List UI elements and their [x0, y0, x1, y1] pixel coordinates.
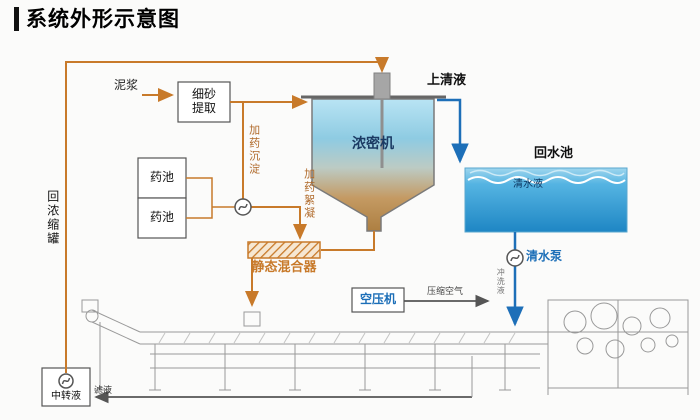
water-lines	[437, 98, 524, 327]
slurry-lines	[65, 57, 389, 373]
return-water-pool	[464, 167, 628, 233]
sand-extraction-line2: 提取	[191, 101, 216, 115]
label-supernatant: 上清液	[427, 73, 467, 88]
label-sand-extraction: 细砂 提取	[178, 84, 230, 120]
label-chem-pool-1: 药池	[149, 170, 174, 185]
chem-pool-1-box	[137, 157, 187, 199]
return-concentrate-line	[65, 57, 389, 373]
label-flush-liquid: 冲洗液	[496, 268, 506, 295]
chem-pool-lines	[186, 177, 235, 219]
chem-pool-2-box	[137, 197, 187, 239]
belt-filter-press	[81, 299, 689, 395]
transfer-pump-icon	[58, 373, 74, 389]
dosing-flocculation-line	[251, 206, 307, 240]
process-boxes	[41, 81, 405, 407]
motor-icon	[373, 72, 391, 100]
clean-water-pump-icon	[506, 249, 524, 267]
label-compressed-air: 压缩空气	[427, 287, 464, 297]
sand-extraction-line1: 细砂	[191, 87, 216, 102]
label-static-mixer: 静态混合器	[251, 260, 317, 275]
page-title: 系统外形示意图	[14, 7, 180, 32]
label-filtrate: 滤液	[94, 386, 113, 396]
label-thickener: 浓密机	[352, 136, 394, 152]
air-compressor-box	[351, 287, 405, 313]
label-chem-pool-2: 药池	[149, 210, 174, 225]
sand-extraction-box	[177, 81, 231, 123]
water-wave	[467, 176, 626, 184]
pumps	[58, 198, 524, 389]
label-return-pool: 回水池	[534, 146, 574, 161]
label-transfer-liquid: 中转液	[51, 391, 81, 402]
label-clear-water: 清水液	[513, 179, 543, 190]
utility-lines	[94, 294, 490, 404]
static-mixer-block	[247, 241, 321, 259]
cone-to-mixer-line	[321, 231, 375, 251]
thickener-tank	[301, 72, 446, 232]
label-clean-water-pump: 清水泵	[526, 249, 563, 263]
label-return-concentration-tank: 回浓缩罐	[45, 190, 60, 246]
label-dosing-flocculation: 加药絮凝	[302, 168, 316, 220]
press-roller-section	[547, 299, 689, 395]
label-mud: 泥浆	[114, 78, 139, 92]
press-legs	[94, 344, 511, 391]
chemical-pump-icon	[234, 198, 252, 216]
label-dosing-sedimentation: 加药沉淀	[247, 124, 261, 176]
supernatant-line	[437, 98, 469, 164]
label-air-compressor: 空压机	[359, 292, 396, 307]
